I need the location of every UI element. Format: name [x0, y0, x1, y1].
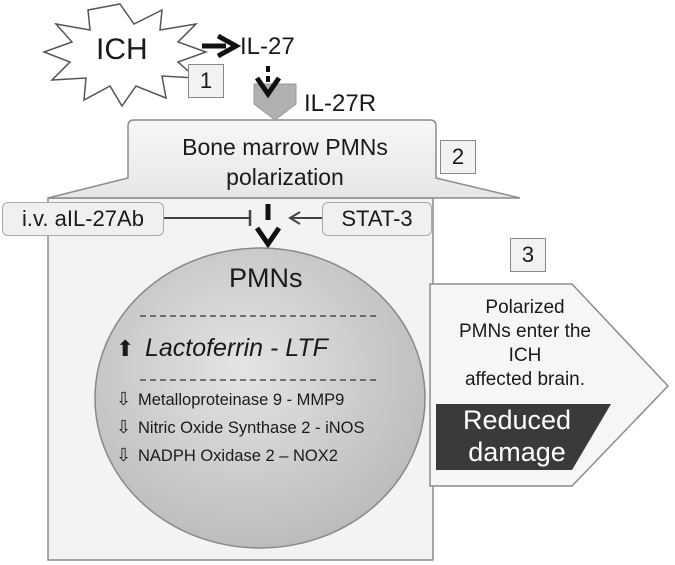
- antibody-inhibition-line: [164, 210, 252, 226]
- reduced-damage-box: [436, 404, 611, 470]
- down-marker-label: NADPH Oxidase 2 – NOX2: [138, 447, 338, 465]
- down-marker-row: ⇩ NADPH Oxidase 2 – NOX2: [116, 442, 365, 470]
- outcome-line-1: Polarized: [485, 297, 565, 318]
- reduced-line-2: damage: [468, 437, 566, 467]
- down-marker-row: ⇩ Metalloproteinase 9 - MMP9: [116, 386, 365, 414]
- outcome-line-2: PMNs enter the: [459, 321, 591, 342]
- bone-marrow-title: Bone marrow PMNs polarization: [140, 132, 430, 192]
- antibody-box: i.v. aIL-27Ab: [2, 202, 164, 236]
- down-arrow-icon: ⇩: [116, 389, 132, 409]
- ich-label: ICH: [96, 33, 148, 66]
- reduced-line-1: Reduced: [462, 405, 572, 435]
- down-marker-list: ⇩ Metalloproteinase 9 - MMP9 ⇩ Nitric Oxid…: [116, 386, 365, 470]
- pmn-ellipse: [94, 247, 426, 549]
- outcome-line-4: affected brain.: [464, 369, 586, 390]
- il27r-label: IL-27R: [304, 90, 377, 117]
- down-marker-label: Nitric Oxide Synthase 2 - iNOS: [138, 419, 365, 437]
- up-marker-label: Lactoferrin - LTF: [144, 334, 328, 362]
- arrow-il27-to-il27r: [254, 66, 282, 99]
- outcome-line-3: ICH: [508, 345, 542, 366]
- il27r-receptor-icon: [253, 83, 297, 121]
- bone-marrow-line-1: Bone marrow PMNs: [182, 134, 388, 160]
- pmns-title: PMNs: [229, 263, 303, 293]
- arrow-ich-to-il27: [202, 33, 242, 59]
- up-arrow-icon: ⬆: [116, 336, 135, 361]
- bone-marrow-line-2: polarization: [226, 164, 344, 190]
- down-arrow-icon: ⇩: [116, 417, 132, 437]
- stat3-box: STAT-3: [322, 202, 432, 236]
- arrow-to-pmns: [254, 204, 282, 249]
- bone-marrow-shape: [47, 119, 521, 199]
- stat3-arrow: [288, 211, 326, 225]
- step-1-badge: 1: [188, 64, 224, 98]
- outcome-text: Polarized PMNs enter the ICH affected br…: [440, 296, 610, 392]
- il27-label: IL-27: [240, 33, 295, 60]
- step-3-badge: 3: [510, 238, 546, 272]
- up-marker-row: ⬆ Lactoferrin - LTF: [116, 334, 328, 363]
- down-arrow-icon: ⇩: [116, 445, 132, 465]
- reduced-damage-text: Reduced damage: [442, 404, 592, 468]
- down-marker-label: Metalloproteinase 9 - MMP9: [138, 391, 345, 409]
- down-marker-row: ⇩ Nitric Oxide Synthase 2 - iNOS: [116, 414, 365, 442]
- step-2-badge: 2: [440, 140, 476, 174]
- ich-starburst: [41, 3, 209, 108]
